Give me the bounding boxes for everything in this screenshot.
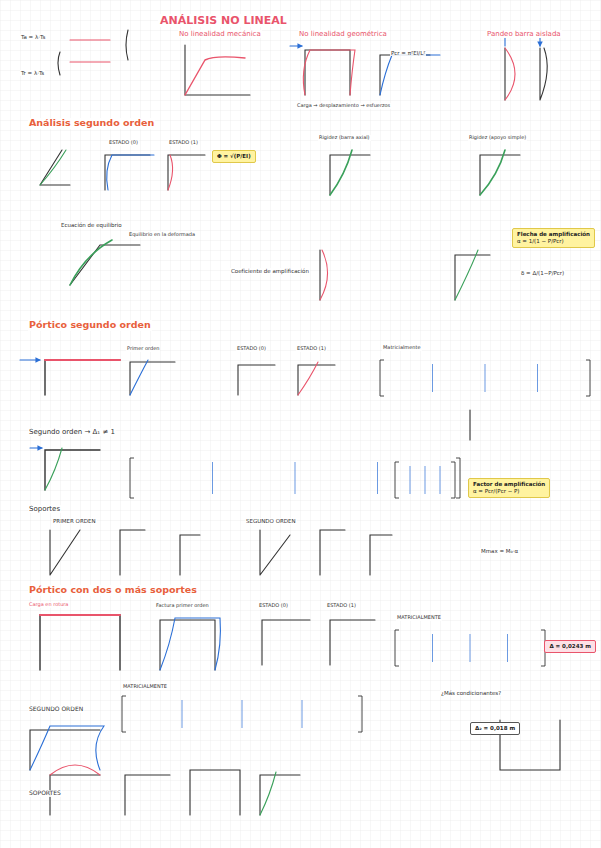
note-text: Carga → desplazamiento → esfuerzos: [296, 103, 391, 109]
highlight-box: Flecha de amplificaciónα = 1/(1 − P/Pcr): [512, 228, 595, 248]
note-text: Coeficiente de amplificación: [230, 268, 310, 274]
highlight-box: Δ = 0,0243 m: [544, 640, 596, 653]
box-text: α = Pcr/(Pcr − P): [473, 488, 545, 495]
note-text: Ta = λ·Ts: [20, 34, 46, 40]
note-text: Equilibrio en la deformada: [128, 232, 196, 238]
note-text: MATRICIALMENTE: [122, 684, 168, 690]
highlight-box: Δ₂ = 0,018 m: [470, 722, 520, 735]
note-text: PRIMER ORDEN: [52, 518, 97, 524]
page-title: ANÁLISIS NO LINEAL: [158, 14, 289, 27]
note-text: Primer orden: [126, 346, 160, 352]
note-text: Matricialmente: [382, 345, 422, 351]
note-text: Pcr = π²EI/L²: [390, 50, 426, 56]
note-text: Mmax = M₀·α: [480, 548, 519, 554]
note-text: Soportes: [28, 505, 61, 513]
note-text: ESTADO (1): [326, 603, 357, 609]
section-heading: Pórtico segundo orden: [28, 320, 152, 331]
note-text: ESTADO (0): [236, 346, 267, 352]
note-text: Tr = λ·Ts: [20, 70, 45, 76]
note-text: δ = Δ/(1−P/Pcr): [520, 270, 565, 276]
note-text: No linealidad mecánica: [178, 30, 262, 38]
box-text: Δ₂ = 0,018 m: [475, 725, 515, 732]
highlight-box: Factor de amplificaciónα = Pcr/(Pcr − P): [468, 478, 550, 498]
note-text: ESTADO (0): [108, 140, 139, 146]
note-text: Rigidez (apoyo simple): [468, 135, 527, 141]
note-text: SEGUNDO ORDEN: [245, 518, 297, 524]
note-text: SEGUNDO ORDEN: [28, 706, 84, 713]
note-text: Factura primer orden: [155, 603, 210, 609]
note-text: Pandeo barra aislada: [486, 30, 562, 38]
box-text: α = 1/(1 − P/Pcr): [517, 238, 590, 245]
note-text: SOPORTES: [28, 790, 62, 797]
box-text: Δ = 0,0243 m: [549, 643, 591, 650]
note-text: ESTADO (1): [168, 140, 199, 146]
note-text: ESTADO (0): [258, 603, 289, 609]
box-text: Φ = √(P/EI): [217, 153, 251, 160]
box-text: Flecha de amplificación: [517, 231, 590, 238]
box-text: Factor de amplificación: [473, 481, 545, 488]
section-heading: Pórtico con dos o más soportes: [28, 585, 198, 596]
note-text: Segundo orden → Δ₁ ≠ 1: [28, 428, 116, 436]
note-text: Carga en rotura: [28, 602, 69, 608]
note-text: Ecuación de equilibrio: [60, 222, 123, 228]
note-text: ¿Más condicionantes?: [440, 690, 502, 696]
note-text: ESTADO (1): [296, 346, 327, 352]
note-text: No linealidad geométrica: [298, 30, 388, 38]
section-heading: Análisis segundo orden: [28, 118, 155, 129]
note-text: Rigidez (barra axial): [318, 135, 371, 141]
note-text: MATRICIALMENTE: [396, 615, 442, 621]
highlight-box: Φ = √(P/EI): [212, 150, 256, 163]
